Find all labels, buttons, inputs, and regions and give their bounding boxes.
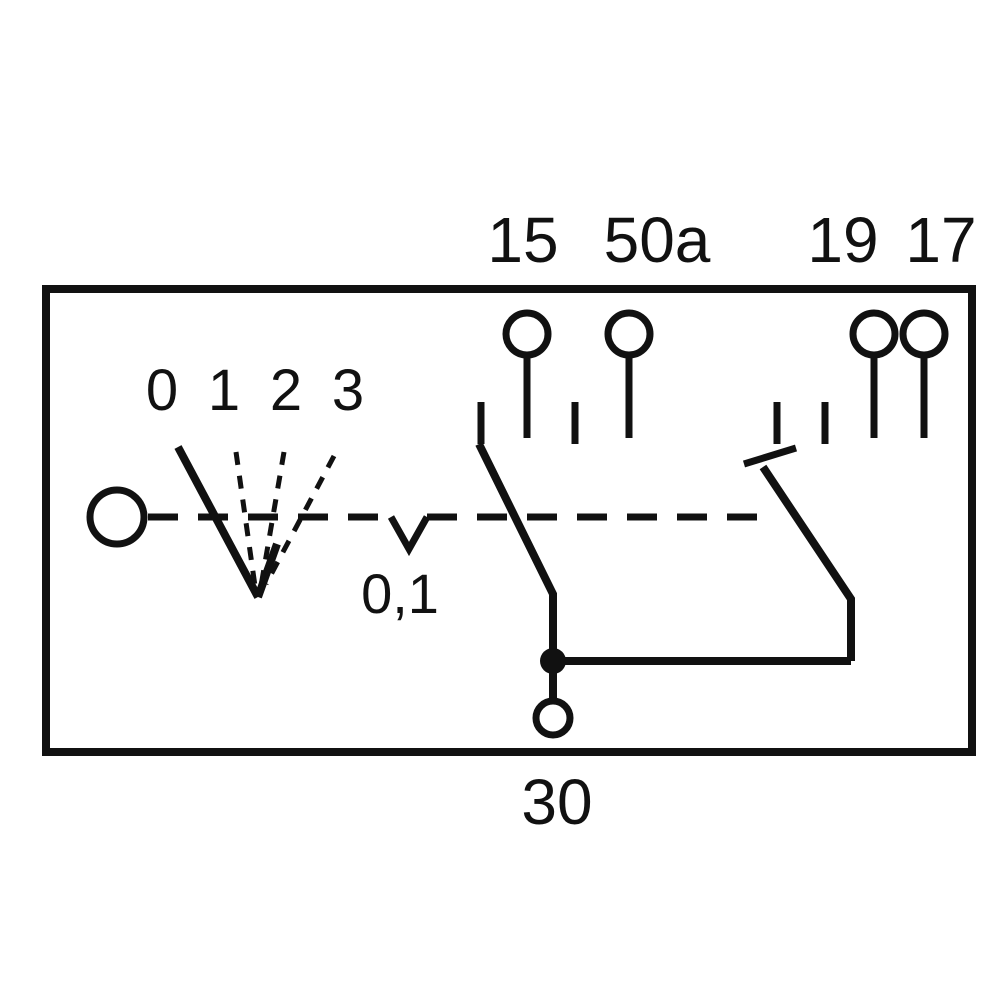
terminal-50a-node [604, 309, 654, 438]
selector-arm-position-3-dashed [263, 454, 337, 586]
terminal-17-circle [899, 309, 949, 359]
terminal-15-node [502, 309, 552, 438]
terminal-15-circle [502, 309, 552, 359]
terminal-50a-label: 50a [604, 204, 711, 276]
terminal-19-node [849, 309, 899, 438]
terminal-15-label: 15 [487, 204, 558, 276]
switch-blade-right-crossbar [742, 444, 798, 468]
selector-arrow-tip [254, 542, 281, 599]
terminal-19-label: 19 [807, 204, 878, 276]
actuator-terminal-circle [86, 486, 148, 548]
position-2-label: 2 [270, 358, 302, 423]
terminal-17-label: 17 [905, 204, 976, 276]
position-1-label: 1 [208, 358, 240, 423]
spring-return-annotation: 0,1 [361, 562, 439, 625]
terminal-19-circle [849, 309, 899, 359]
switch-blade-center [475, 442, 557, 661]
switch-blade-right [759, 464, 855, 661]
switch-housing-outline [42, 285, 976, 756]
spring-return-notch [387, 515, 431, 557]
terminal-30-circle [532, 697, 574, 739]
terminal-50a-circle [604, 309, 654, 359]
position-3-label: 3 [332, 358, 364, 423]
terminal-17-node [899, 309, 949, 438]
terminal-30-label: 30 [521, 766, 592, 838]
position-0-label: 0 [146, 358, 178, 423]
rotary-selector-fan [174, 445, 337, 599]
selector-arm-position-0 [174, 445, 262, 599]
